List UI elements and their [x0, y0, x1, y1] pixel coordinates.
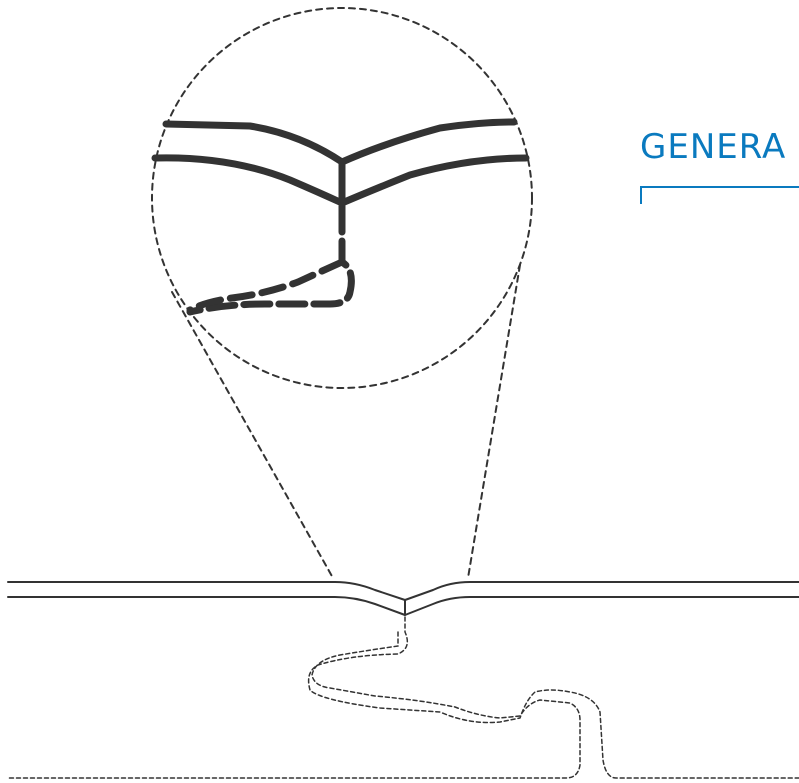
crack-propagation-outline	[309, 617, 799, 778]
magnified-upper-line	[166, 122, 514, 162]
heading-underline-bracket	[640, 186, 799, 204]
crack-propagation-inner	[8, 632, 580, 778]
magnified-crack-path	[190, 206, 351, 312]
magnifier-connector-left	[172, 292, 333, 578]
section-heading: GENERA	[640, 127, 786, 167]
